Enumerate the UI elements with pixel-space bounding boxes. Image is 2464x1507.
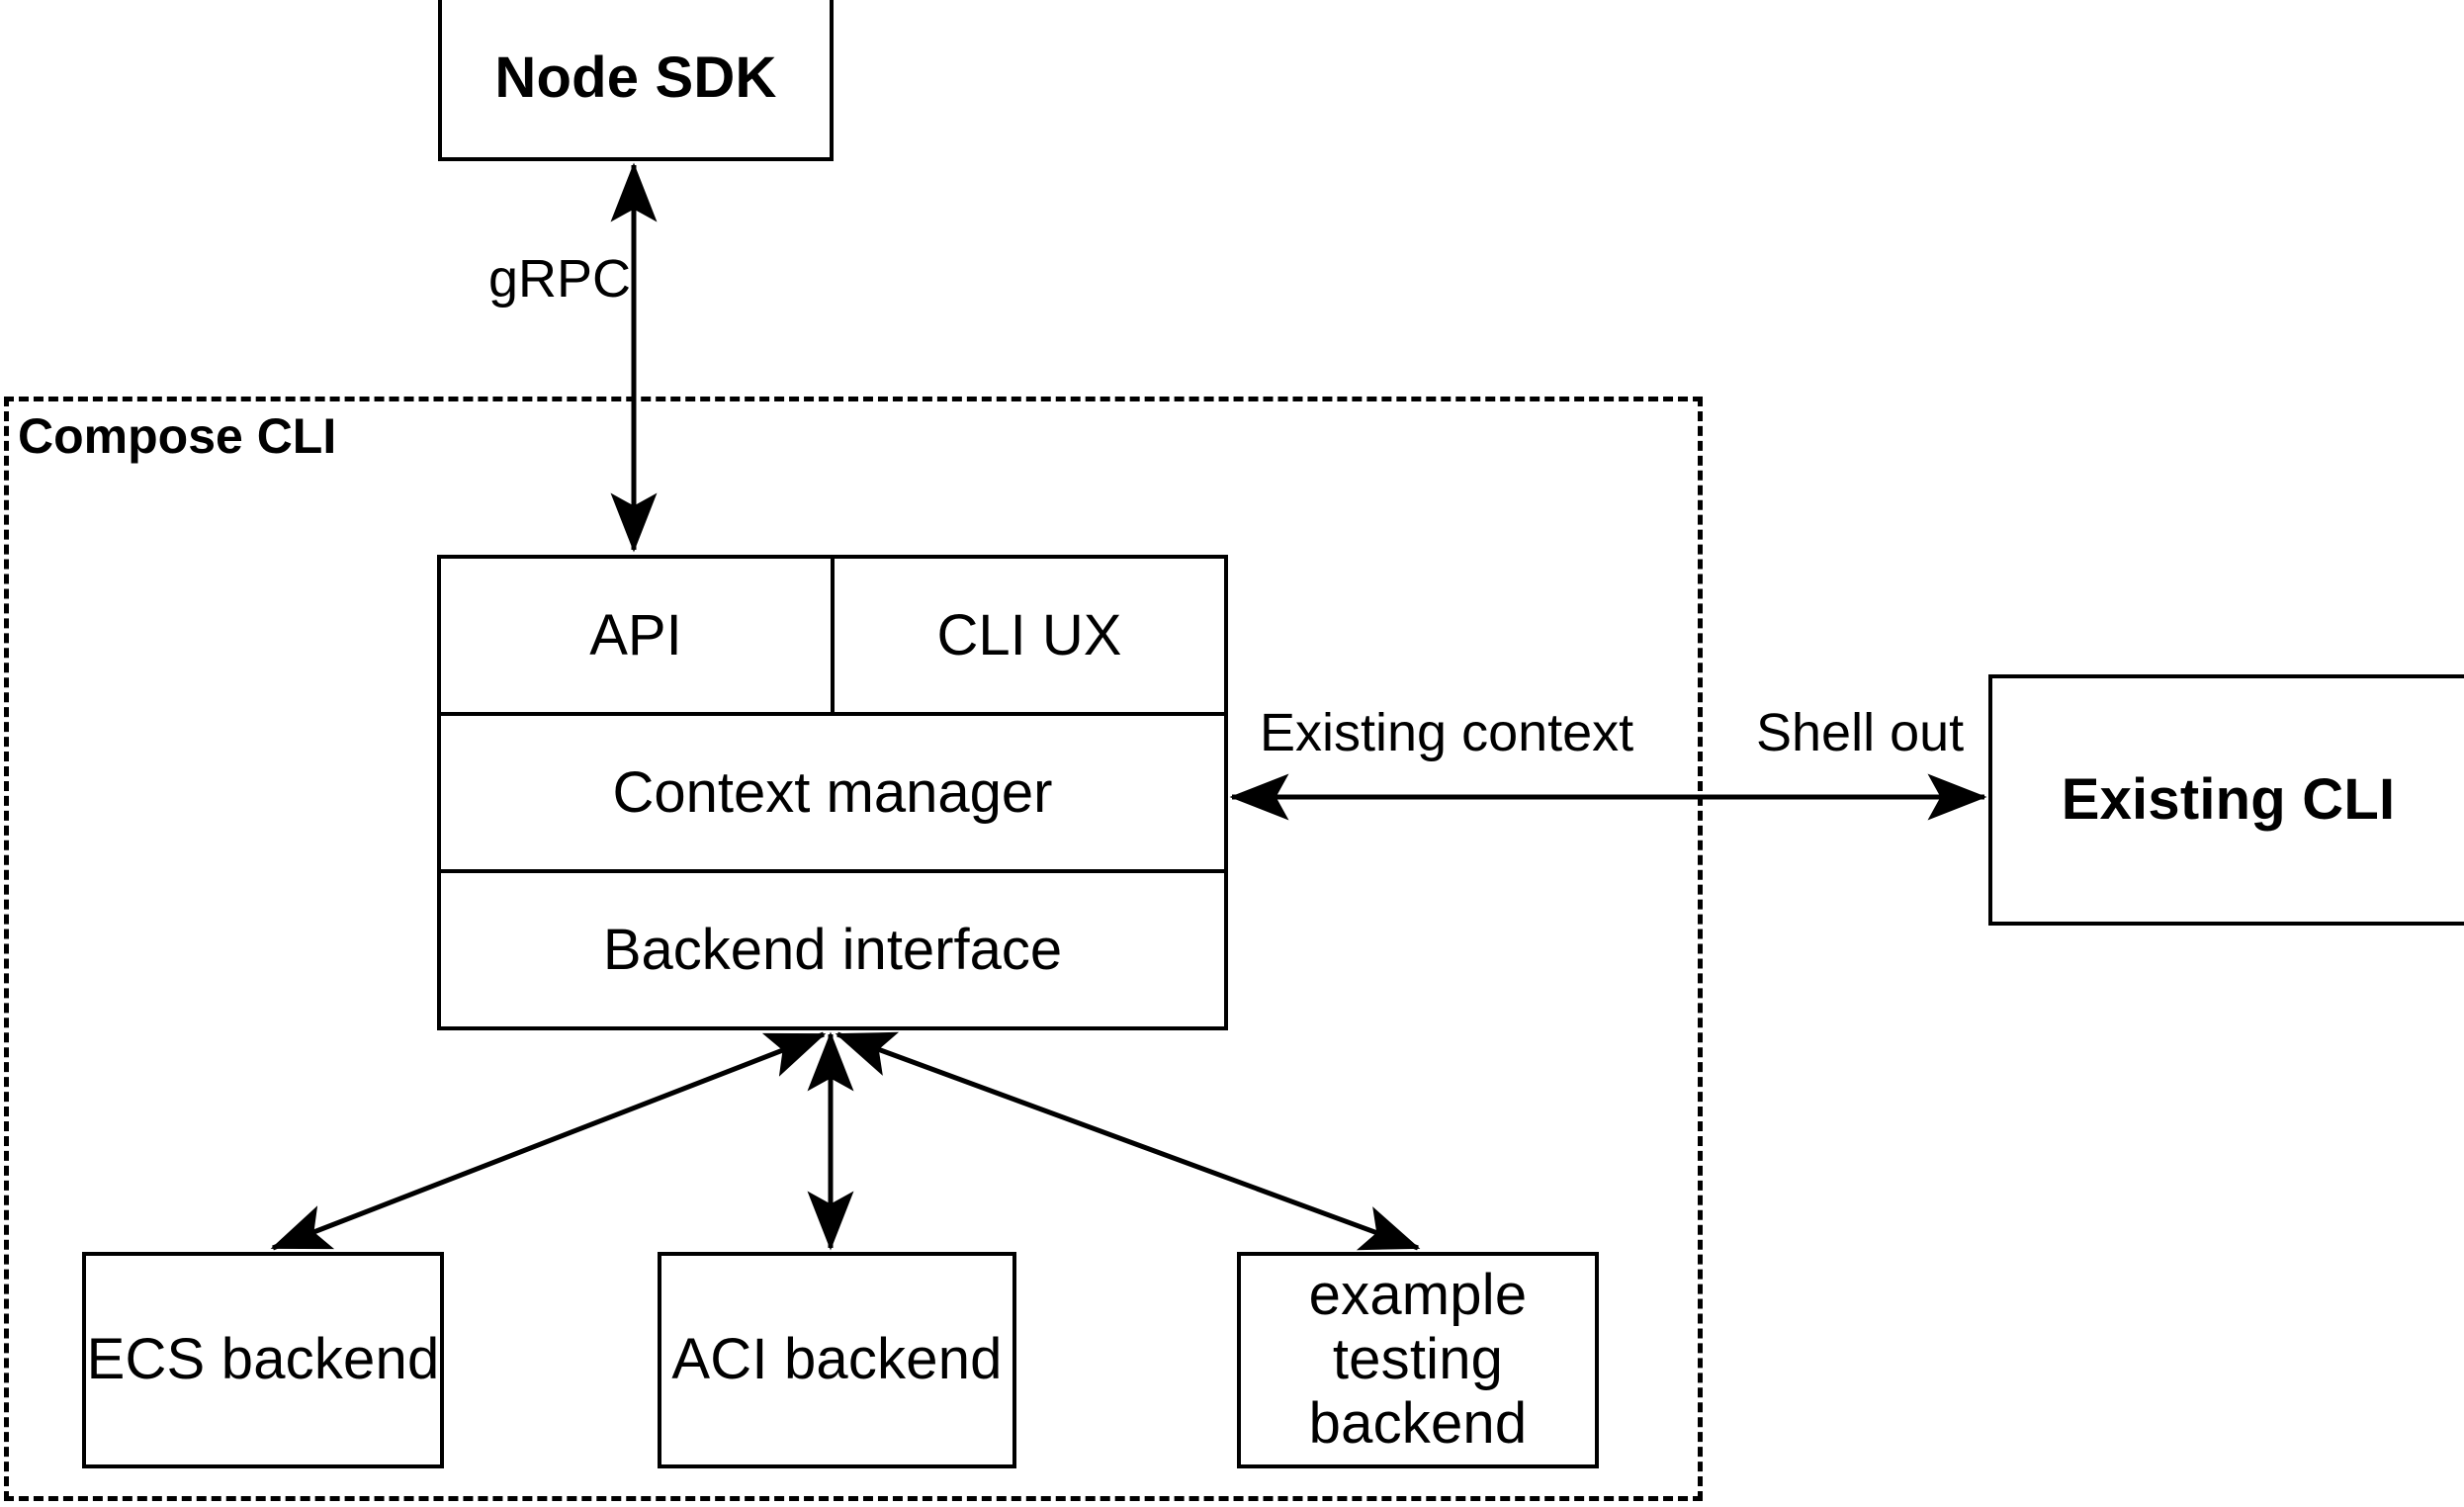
edge-label-grpc: gRPC — [488, 249, 632, 309]
edge-label-existing-context: Existing context — [1260, 703, 1634, 762]
core-stack: API CLI UX Context manager Backend inter… — [437, 555, 1228, 1030]
edge-label-shell-out: Shell out — [1756, 703, 1965, 762]
node-ecs-backend-label: ECS backend — [86, 1327, 440, 1392]
core-stack-row-context-manager: Context manager — [441, 712, 1224, 869]
core-stack-cell-api-label: API — [589, 602, 682, 667]
core-stack-cell-context-manager[interactable]: Context manager — [441, 716, 1224, 869]
core-stack-row-backend-interface: Backend interface — [441, 869, 1224, 1026]
node-existing-cli[interactable]: Existing CLI — [1988, 674, 2464, 926]
core-stack-cell-backend-interface-label: Backend interface — [602, 917, 1063, 982]
node-node-sdk[interactable]: Node SDK — [438, 0, 834, 161]
node-example-testing-backend[interactable]: example testing backend — [1237, 1252, 1599, 1468]
compose-cli-boundary — [4, 397, 1703, 1501]
node-existing-cli-label: Existing CLI — [2061, 766, 2396, 832]
node-node-sdk-label: Node SDK — [494, 45, 777, 111]
core-stack-cell-context-manager-label: Context manager — [612, 759, 1053, 825]
core-stack-cell-cli-ux-label: CLI UX — [936, 602, 1122, 667]
compose-cli-boundary-label: Compose CLI — [18, 408, 337, 464]
node-example-testing-backend-label: example testing backend — [1308, 1263, 1528, 1456]
core-stack-cell-backend-interface[interactable]: Backend interface — [441, 873, 1224, 1026]
core-stack-cell-cli-ux[interactable]: CLI UX — [831, 559, 1224, 712]
core-stack-row-top: API CLI UX — [441, 559, 1224, 712]
node-ecs-backend[interactable]: ECS backend — [82, 1252, 444, 1468]
core-stack-cell-api[interactable]: API — [441, 559, 831, 712]
node-aci-backend[interactable]: ACI backend — [658, 1252, 1016, 1468]
node-aci-backend-label: ACI backend — [671, 1327, 1003, 1392]
